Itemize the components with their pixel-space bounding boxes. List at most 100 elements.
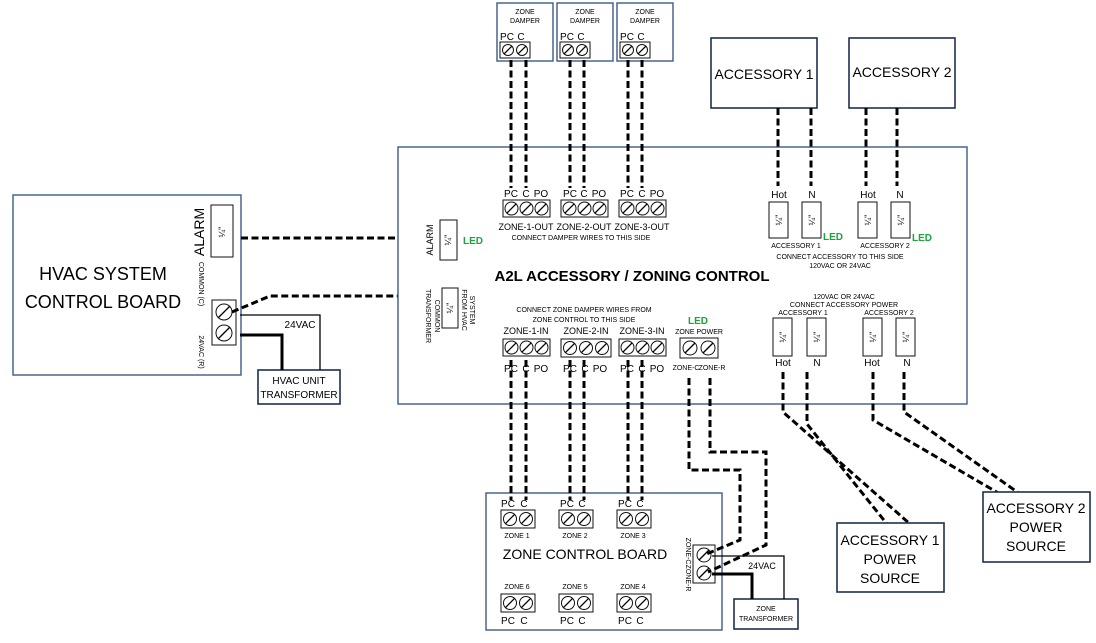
accessory-1-label: ACCESSORY 1 — [714, 66, 813, 82]
pw2-n-label: N — [903, 358, 910, 369]
ps2-line1: ACCESSORY 2 — [986, 500, 1085, 516]
power-note-2: CONNECT ACCESSORY POWER — [790, 302, 898, 309]
zone-1-out-label: ZONE-1-OUT — [499, 222, 555, 232]
main-alarm-led: LED — [463, 236, 483, 247]
transformer-common-label-2: COMMON — [433, 300, 440, 333]
zcb-zone-5: ZONE 5 — [562, 584, 587, 591]
zone-3-out-terminal — [618, 199, 667, 218]
a2l-main-board: A2L ACCESSORY / ZONING CONTROL ALARM ¼" … — [397, 146, 968, 405]
zone-2-out-terminal — [560, 199, 609, 218]
zone-power-group: LED ZONE POWER ZONE-C ZONE-R — [673, 316, 726, 372]
zone-2-out-po: PO — [592, 189, 607, 200]
hvac-board-title-line2: CONTROL BOARD — [25, 292, 181, 312]
from-hvac-label-2: SYSTEM — [468, 296, 475, 325]
zone-2-in-c: C — [581, 364, 588, 375]
zone-power-led: LED — [688, 316, 708, 327]
pw2-n-terminal-label: ¼" — [901, 332, 911, 343]
zone-damper-2-line1: ZONE — [575, 9, 595, 16]
zone-damper-3-pc: PC — [620, 32, 634, 43]
pw1-hot-label: Hot — [775, 358, 791, 369]
accessory-1-box: ACCESSORY 1 — [710, 37, 818, 109]
acc1-n-terminal-label: ¼" — [807, 215, 817, 226]
ps2-line2: POWER — [1010, 519, 1063, 535]
connect-accessory-note-2: 120VAC OR 24VAC — [809, 263, 871, 270]
zcb-z2-c: C — [578, 499, 585, 510]
zone-damper-1-terminal — [499, 41, 531, 59]
zone-damper-1-line2: DAMPER — [510, 18, 540, 25]
accessory-2-power-source: ACCESSORY 2 POWER SOURCE — [982, 491, 1091, 563]
ps1-line1: ACCESSORY 1 — [840, 532, 939, 548]
pw2-hot-terminal-label: ¼" — [868, 332, 878, 343]
pw1-n-terminal-label: ¼" — [812, 332, 822, 343]
zcb-zone-r-label: ZONE-R — [684, 565, 691, 592]
zone-1-out-pc: PC — [504, 189, 518, 200]
hvac-alarm-terminal-label: ¼" — [217, 227, 227, 238]
zone-2-in-po: PO — [593, 364, 608, 375]
zone-transformer-line2: TRANSFORMER — [739, 616, 793, 623]
hvac-board-title-line1: HVAC SYSTEM — [39, 264, 167, 284]
power-note-1: 120VAC OR 24VAC — [813, 294, 875, 301]
zone-damper-1-line1: ZONE — [515, 9, 535, 16]
zcb-z4-pc: PC — [618, 616, 632, 627]
zcb-zone-5-terminal — [558, 593, 594, 613]
zone-out-group: PC C PO PC C PO PC C PO ZONE-1-OUT ZONE-… — [499, 189, 671, 242]
zcb-z5-pc: PC — [560, 616, 574, 627]
accessory-2-box: ACCESSORY 2 — [848, 37, 956, 109]
main-accessory-2-label: ACCESSORY 2 — [860, 243, 910, 250]
accessory-power-group: 120VAC OR 24VAC CONNECT ACCESSORY POWER … — [772, 294, 916, 369]
zone-3-in-po: PO — [650, 364, 665, 375]
connect-accessory-note-1: CONNECT ACCESSORY TO THIS SIDE — [776, 254, 904, 261]
zone-3-in-c: C — [638, 364, 645, 375]
transformer-common-terminal-label: ¼" — [445, 303, 455, 314]
main-alarm-terminal-label: ¼" — [443, 235, 453, 246]
zone-damper-2-line2: DAMPER — [570, 18, 600, 25]
zcb-zone-4-terminal — [616, 593, 652, 613]
zone-1-out-po: PO — [534, 189, 549, 200]
zone-3-out-po: PO — [650, 189, 665, 200]
main-zone-c-label: ZONE-C — [673, 365, 700, 372]
zone-3-out-label: ZONE-3-OUT — [615, 222, 671, 232]
hvac-control-board: HVAC SYSTEM CONTROL BOARD ALARM ¼" COMMO… — [12, 194, 242, 376]
zcb-z3-c: C — [636, 499, 643, 510]
zone-3-in-pc: PC — [620, 364, 634, 375]
transformer-common-terminal — [441, 287, 459, 329]
zone-dampers: ZONE DAMPER PC C ZONE DAMPER PC C ZONE D… — [496, 2, 674, 62]
zcb-zone-6-terminal — [500, 593, 536, 613]
hvac-24vac-label: 24VAC (R) — [197, 335, 204, 368]
zone-2-out-c: C — [580, 189, 587, 200]
acc2-hot-terminal-label: ¼" — [863, 215, 873, 226]
pw1-n-label: N — [813, 358, 820, 369]
zone-2-in-label: ZONE-2-IN — [564, 326, 609, 336]
zone-1-out-terminal — [502, 199, 551, 218]
main-board-title: A2L ACCESSORY / ZONING CONTROL — [494, 268, 769, 285]
zone-1-out-c: C — [522, 189, 529, 200]
zone-1-in-label: ZONE-1-IN — [504, 326, 549, 336]
zcb-zone-2-terminal — [558, 509, 594, 529]
zone-control-board-title: ZONE CONTROL BOARD — [503, 546, 667, 562]
zone-damper-3-line1: ZONE — [635, 9, 655, 16]
hvac-alarm-terminal — [210, 204, 234, 258]
zone-control-board: ZONE CONTROL BOARD PC C PC C PC C ZONE 1… — [485, 492, 723, 631]
acc2-hot-label: Hot — [860, 190, 876, 201]
ps1-line2: POWER — [864, 551, 917, 567]
transformer-common-label-1: TRANSFORMER — [424, 289, 431, 343]
zone-transformer-line1: ZONE — [756, 606, 776, 613]
zone-damper-2-terminal — [559, 41, 591, 59]
zone-in-group: CONNECT ZONE DAMPER WIRES FROM ZONE CONT… — [502, 307, 667, 375]
connect-zone-note-1: CONNECT ZONE DAMPER WIRES FROM — [516, 307, 651, 314]
zone-3-out-c: C — [638, 189, 645, 200]
zone-3-in-terminal — [618, 338, 667, 357]
zone-2-out-pc: PC — [563, 189, 577, 200]
accessory-2-label: ACCESSORY 2 — [852, 64, 951, 80]
zcb-24vac-label: 24VAC — [748, 561, 776, 571]
zone-1-in-pc: PC — [504, 364, 518, 375]
zone-2-in-pc: PC — [563, 364, 577, 375]
accessory-out-group: Hot N Hot N ¼" ¼" LED ¼" ¼" LED ACCESSOR… — [768, 190, 932, 270]
zone-3-in-label: ZONE-3-IN — [620, 326, 665, 336]
zone-power-label: ZONE POWER — [675, 329, 723, 336]
acc1-hot-label: Hot — [771, 190, 787, 201]
zone-damper-1-c: C — [517, 32, 524, 43]
connect-zone-note-2: ZONE CONTROL TO THIS SIDE — [533, 317, 636, 324]
hvac-common-label: COMMON (C) — [197, 262, 204, 306]
